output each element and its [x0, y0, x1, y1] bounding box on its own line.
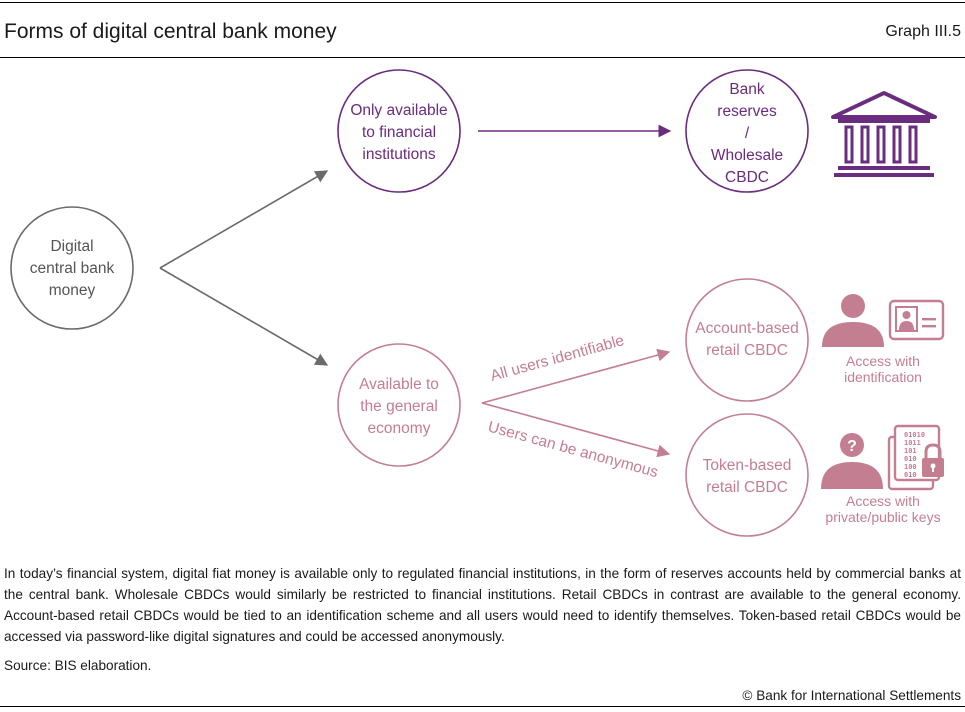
- access-keys-label: Access with: [846, 493, 920, 509]
- reserves-label-line: reserves: [717, 103, 777, 120]
- wholesale-node: Only available to financial institutions: [337, 69, 461, 193]
- binary-row: 101: [904, 447, 917, 455]
- retail-node: Available to the general economy: [337, 343, 461, 467]
- top-rule: [0, 2, 965, 3]
- binary-row: 010: [904, 471, 917, 479]
- arrow-to-token-based: [481, 402, 671, 458]
- binary-row: 100: [904, 463, 917, 471]
- retail-label-line: Available to: [359, 376, 439, 393]
- account-based-node: Account-based retail CBDC: [685, 278, 809, 402]
- reserves-label-line: Wholesale: [711, 147, 783, 164]
- binary-row: 1011: [904, 439, 921, 447]
- id-card-icon: [888, 299, 945, 341]
- binary-lock-icon: 01010 1011 101 010 100 010: [887, 424, 944, 491]
- anonymous-person-icon: ?: [821, 433, 883, 489]
- access-keys-label: private/public keys: [825, 509, 940, 525]
- arrow-to-account-based: [481, 348, 671, 404]
- binary-row: 01010: [904, 431, 925, 439]
- bank-building-icon: [831, 91, 937, 177]
- root-label-line: money: [49, 282, 96, 299]
- root-node: Digital central bank money: [10, 206, 134, 330]
- account-based-label-line: retail CBDC: [706, 342, 788, 359]
- wholesale-label-line: Only available: [350, 102, 447, 119]
- root-label-line: Digital: [50, 238, 93, 255]
- wholesale-label-line: to financial: [362, 124, 436, 141]
- token-based-node: Token-based retail CBDC: [685, 413, 809, 537]
- token-based-label-line: retail CBDC: [706, 479, 788, 496]
- access-identification-label: Access with: [846, 353, 920, 369]
- reserves-label-line: Bank: [729, 81, 765, 98]
- cbdc-diagram: All users identifiable Users can be anon…: [10, 69, 945, 537]
- graph-title: Forms of digital central bank money: [4, 20, 337, 43]
- retail-label-line: economy: [368, 420, 431, 437]
- bottom-rule: [0, 706, 965, 707]
- person-icon: [822, 294, 884, 347]
- reserves-node: Bank reserves / Wholesale CBDC: [685, 69, 809, 193]
- copyright-note: © Bank for International Settlements: [742, 688, 961, 703]
- reserves-label-line: CBDC: [725, 169, 769, 186]
- token-based-label-line: Token-based: [703, 457, 792, 474]
- source-note: Source: BIS elaboration.: [4, 658, 152, 673]
- arrow-root-to-retail: [159, 267, 329, 366]
- edge-label-identifiable: All users identifiable: [489, 332, 626, 385]
- binary-row: 010: [904, 455, 917, 463]
- reserves-label-line: /: [745, 125, 750, 142]
- access-identification-label: identification: [844, 369, 922, 385]
- title-rule: [0, 57, 965, 58]
- figure-caption: In today’s financial system, digital fia…: [4, 566, 961, 644]
- root-label-line: central bank: [30, 260, 115, 277]
- svg-text:?: ?: [847, 438, 857, 455]
- account-based-label-line: Account-based: [695, 320, 798, 337]
- graph-number: Graph III.5: [885, 23, 961, 40]
- arrow-root-to-wholesale: [159, 170, 329, 269]
- retail-label-line: the general: [360, 398, 438, 415]
- wholesale-label-line: institutions: [362, 146, 435, 163]
